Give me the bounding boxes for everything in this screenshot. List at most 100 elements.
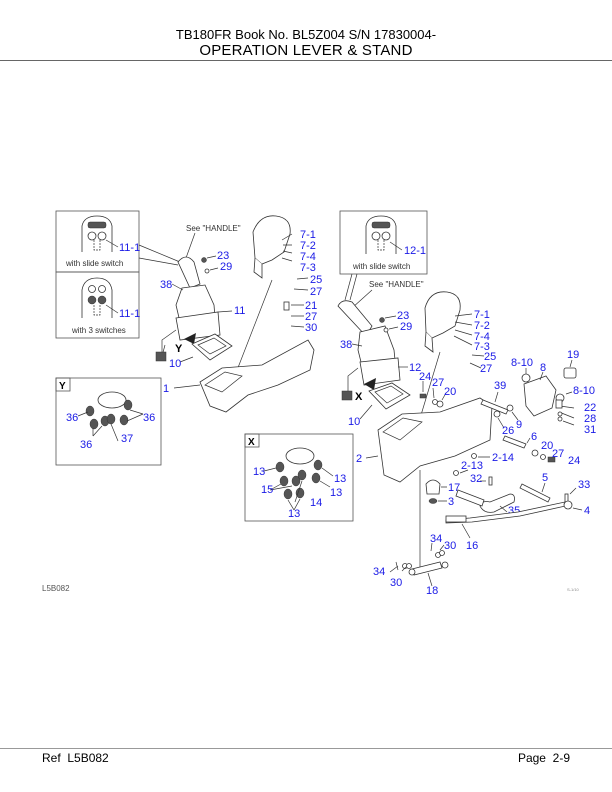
- callout-label: 36: [80, 439, 92, 451]
- view-y-inset: Y 36 36 36 37: [55, 377, 162, 466]
- callout-label: 2-14: [492, 452, 514, 464]
- callout-label: 5: [542, 472, 548, 484]
- callout-label: 27: [480, 363, 492, 375]
- callout-label: 27: [552, 448, 564, 460]
- view-tag: Y: [59, 381, 66, 392]
- callout-label: 32: [470, 473, 482, 485]
- callout-label: 13: [253, 466, 265, 478]
- callout-label: 30: [390, 577, 402, 589]
- callout-label: 27: [305, 311, 317, 323]
- callout-label: 15: [261, 484, 273, 496]
- callout-label: 7-1: [474, 309, 490, 321]
- callout-label: 12-1: [404, 245, 426, 257]
- callout-label: 7-2: [300, 240, 316, 252]
- callout-label: 2-13: [461, 460, 483, 472]
- callout-label: 7-4: [300, 251, 316, 263]
- callout-label: 1: [163, 383, 169, 395]
- callout-label: 7-4: [474, 331, 490, 343]
- callout-label: 14: [310, 497, 322, 509]
- callout-label: 30: [305, 322, 317, 334]
- callout-label: 24: [568, 455, 580, 467]
- callout-label: 10: [169, 358, 181, 370]
- view-marker-y: Y: [175, 343, 183, 355]
- callout-label: 8: [540, 362, 546, 374]
- callout-label: 36: [66, 412, 78, 424]
- callout-label: 11-1: [119, 242, 140, 254]
- view-tag: X: [248, 437, 255, 448]
- callout-label: 11: [234, 305, 245, 317]
- callout-label: 37: [121, 433, 133, 445]
- callout-label: 7-1: [300, 229, 316, 241]
- callout-label: 13: [334, 473, 346, 485]
- callout-label: 23: [217, 250, 229, 262]
- view-marker-x: X: [355, 391, 363, 403]
- callout-label: 31: [584, 424, 596, 436]
- callout-label: 4: [584, 505, 590, 517]
- footer-divider: [0, 748, 612, 749]
- callout-label: 11-1: [119, 308, 140, 320]
- inset-caption: with 3 switches: [71, 326, 126, 335]
- callout-label: 13: [288, 508, 300, 520]
- callout-label: 34: [373, 566, 385, 578]
- inset-handle-three-switches: 11-1 with 3 switches: [55, 271, 140, 339]
- footer-ref-value: L5B082: [67, 751, 109, 765]
- callout-label: 10: [348, 416, 360, 428]
- callout-label: 34: [430, 533, 442, 545]
- callout-label: 36: [143, 412, 155, 424]
- callout-label: 7-3: [300, 262, 316, 274]
- see-handle-note: See "HANDLE": [186, 224, 241, 233]
- callout-label: 25: [484, 351, 496, 363]
- diagram-reference-code: L5B082: [42, 584, 70, 593]
- left-lever-assembly: See "HANDLE" Y 23 29 38 11 7-1 7-2 7-4 7…: [155, 215, 322, 413]
- callout-label: 18: [426, 585, 438, 597]
- callout-label: 28: [584, 413, 596, 425]
- callout-label: 30: [444, 540, 456, 552]
- right-lever-assembly: See "HANDLE" X 23 29 38 12 7-1 7-2 7-4 7…: [337, 280, 596, 597]
- callout-label: 20: [541, 440, 553, 452]
- callout-label: 9: [516, 419, 522, 431]
- callout-label: 29: [220, 261, 232, 273]
- model-book-serial-line: TB180FR Book No. BL5Z004 S/N 17830004-: [175, 27, 437, 42]
- callout-label: 17: [448, 482, 460, 494]
- callout-label: 39: [494, 380, 506, 392]
- callout-label: 6: [531, 431, 537, 443]
- callout-label: 27: [310, 286, 322, 298]
- callout-label: 2: [356, 453, 362, 465]
- inset-handle-slide-switch-right: 12-1 with slide switch: [339, 210, 428, 275]
- callout-label: 26: [502, 425, 514, 437]
- callout-label: 22: [584, 402, 596, 414]
- page-title: OPERATION LEVER & STAND: [199, 42, 413, 59]
- footer-ref-label: Ref: [42, 751, 61, 765]
- inset-handle-slide-switch-left: 11-1 with slide switch: [55, 210, 140, 273]
- header-divider: [0, 60, 612, 61]
- footer-ref: Ref L5B082: [42, 751, 109, 765]
- callout-label: 21: [305, 300, 317, 312]
- inset-caption: with slide switch: [352, 262, 410, 271]
- callout-label: 27: [432, 377, 444, 389]
- callout-label: 12: [409, 362, 421, 374]
- callout-label: 7-3: [474, 341, 490, 353]
- footer-page-label: Page: [517, 751, 546, 765]
- callout-label: 38: [160, 279, 172, 291]
- callout-label: 23: [397, 310, 409, 322]
- callout-label: 19: [567, 349, 579, 361]
- callout-label: 16: [466, 540, 478, 552]
- view-x-inset: X 13 13 13 15 14 13: [244, 433, 354, 522]
- callout-label: 38: [340, 339, 352, 351]
- callout-label: 25: [310, 274, 322, 286]
- callout-label: 3: [448, 496, 454, 508]
- callout-label: 8-10: [511, 357, 533, 369]
- footer-page: Page 2-9: [518, 751, 570, 765]
- callout-label: 24: [419, 371, 431, 383]
- callout-label: 8-10: [573, 385, 595, 397]
- footer-page-number: 2-9: [552, 751, 570, 765]
- callout-label: 13: [330, 487, 342, 499]
- callout-label: 29: [400, 321, 412, 333]
- inset-caption: with slide switch: [65, 259, 123, 268]
- sheet-code: S-1/10: [567, 587, 579, 592]
- callout-label: 33: [578, 479, 590, 491]
- see-handle-note: See "HANDLE": [369, 280, 424, 289]
- callout-label: 20: [444, 386, 456, 398]
- callout-label: 7-2: [474, 320, 490, 332]
